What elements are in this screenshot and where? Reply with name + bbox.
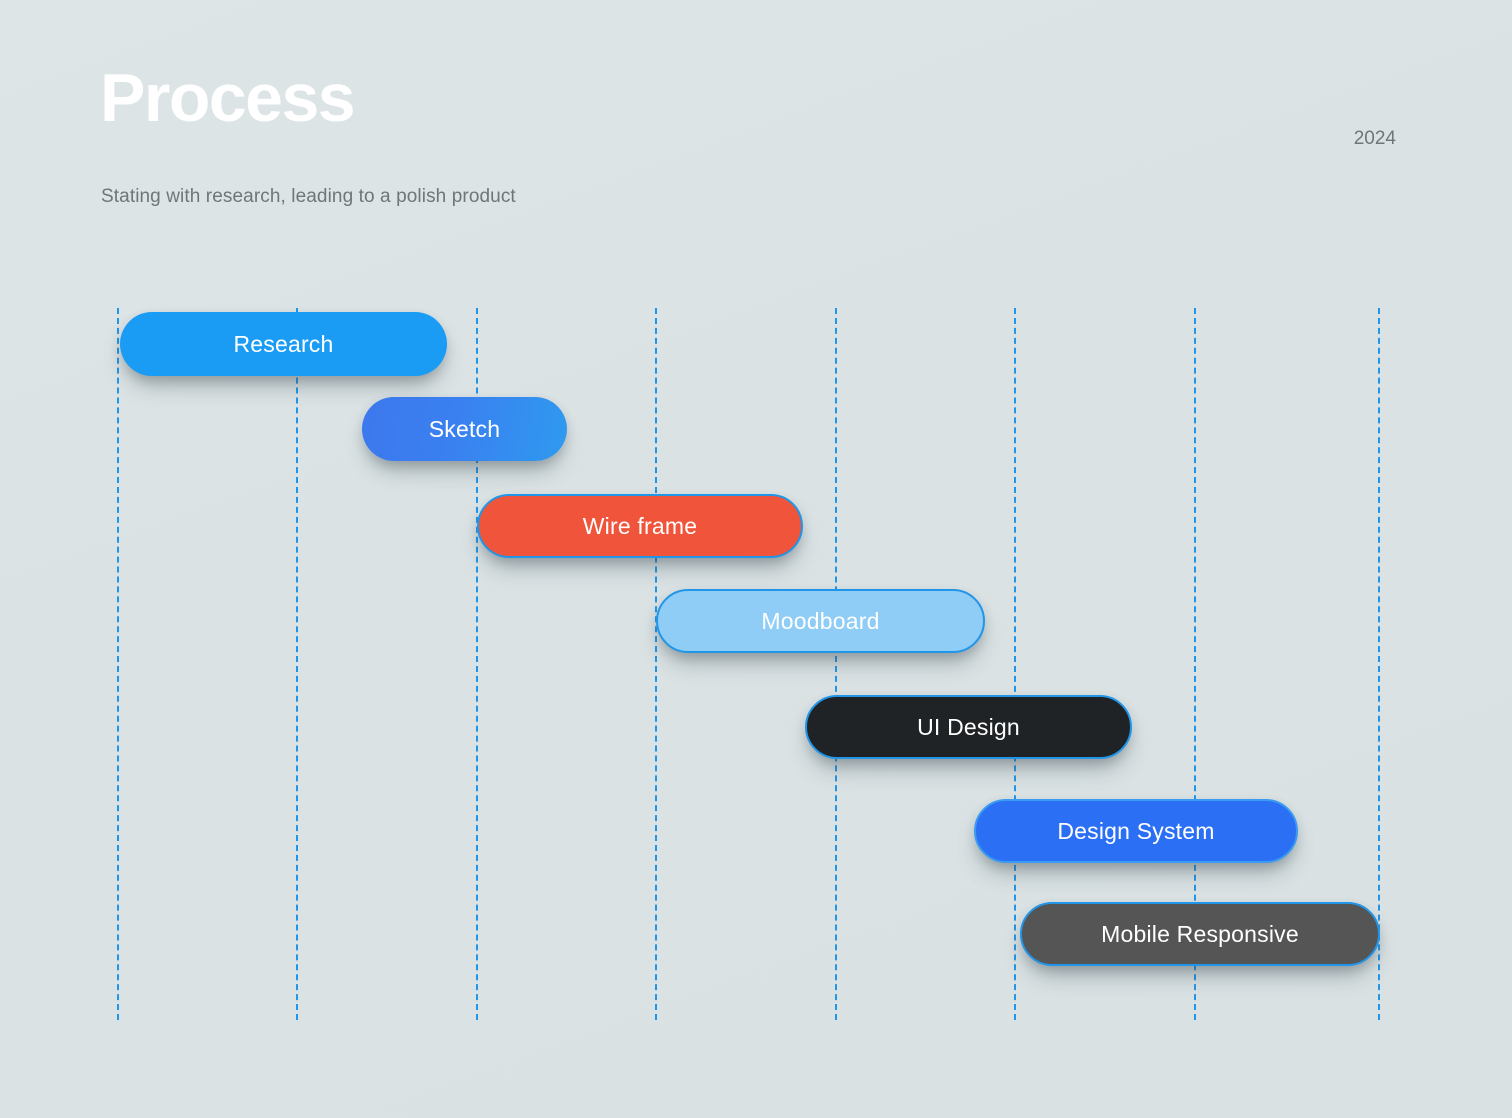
task-label: UI Design	[917, 713, 1020, 740]
page-title: Process	[100, 60, 356, 136]
task-bar-mobile-responsive[interactable]: Mobile Responsive	[1020, 902, 1380, 966]
task-bar-moodboard[interactable]: Moodboard	[656, 589, 985, 653]
task-label: Wire frame	[582, 512, 698, 539]
task-bar-design-system[interactable]: Design System	[974, 799, 1298, 863]
year-label: 2024	[1353, 128, 1396, 149]
task-label: Mobile Responsive	[1101, 920, 1299, 947]
task-bar-wire-frame[interactable]: Wire frame	[477, 494, 803, 558]
task-label: Design System	[1057, 817, 1215, 844]
task-bar-research[interactable]: Research	[120, 312, 447, 376]
task-label: Sketch	[428, 415, 501, 442]
task-label: Research	[233, 330, 334, 357]
task-bar-ui-design[interactable]: UI Design	[805, 695, 1132, 759]
page-subtitle: Stating with research, leading to a poli…	[101, 186, 516, 207]
task-label: Moodboard	[761, 607, 880, 634]
task-bar-sketch[interactable]: Sketch	[362, 397, 567, 461]
